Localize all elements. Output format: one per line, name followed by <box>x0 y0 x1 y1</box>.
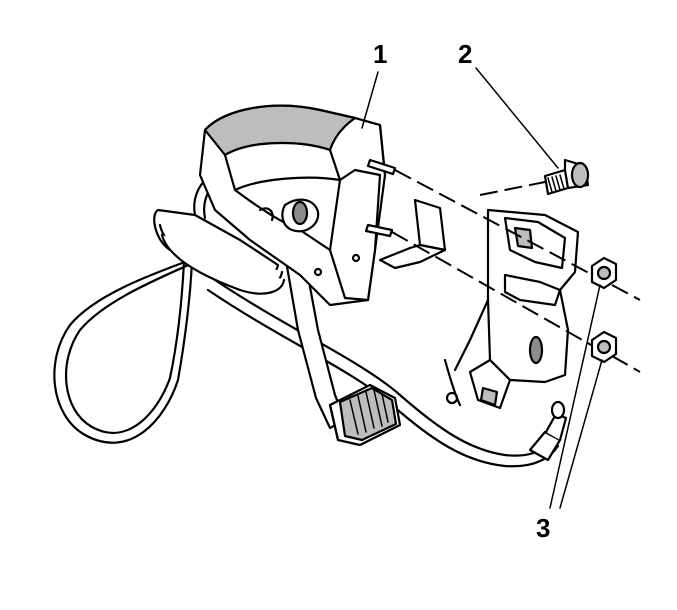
nut-lower <box>590 330 618 364</box>
callout-2: 2 <box>458 39 472 69</box>
leader-lines <box>361 67 603 509</box>
release-lever <box>153 176 286 295</box>
alignment-lines <box>391 169 641 373</box>
bolt <box>543 158 590 196</box>
callout-1: 1 <box>373 39 387 69</box>
pedal-housing-assembly <box>198 104 397 307</box>
callout-3: 3 <box>536 513 550 543</box>
mounting-bracket <box>378 198 580 410</box>
nut-upper <box>590 256 618 290</box>
